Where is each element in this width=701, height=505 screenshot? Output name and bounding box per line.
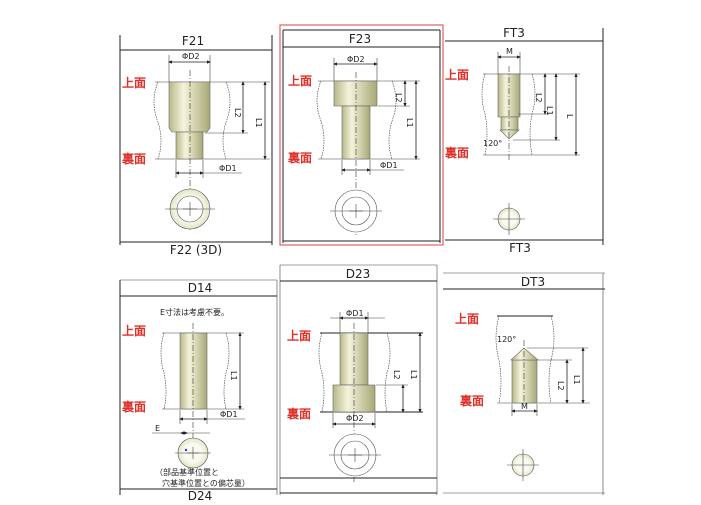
top-face-label: 上面 [445,67,469,82]
panel-ft3[interactable]: FT3 FT3 上面 裏面 M L2 L1 L 120° [444,26,604,255]
d1-label: ΦD1 [219,164,237,173]
panel-d14[interactable]: D14 D24 E寸法は考慮不要。 上面 裏面 L1 ΦD1 E （部品基準位置… [119,279,278,503]
d1-label: ΦD1 [346,309,364,318]
l2-label: L2 [392,370,401,380]
panel-title: F21 [182,34,204,48]
panel-title: FT3 [503,26,525,40]
pin-shape [333,80,378,107]
bottom-face-label: 裏面 [121,151,146,166]
next-panel-title: D24 [188,489,213,503]
bottom-face-label: 裏面 [444,145,469,160]
l2-label: L2 [534,93,543,103]
pin-shape [179,332,208,410]
top-face-label: 上面 [122,323,146,338]
e-label: E [155,424,160,433]
panel-d23[interactable]: D23 上面 裏面 ΦD1 L2 L1 ΦD2 [279,264,438,495]
bottom-face-label: 裏面 [286,406,311,421]
l1-label: L1 [229,371,238,381]
l2-label: L2 [556,381,565,391]
pin-shape [511,359,538,404]
next-panel-title: FT3 [509,241,531,255]
selection-highlight [279,24,444,246]
offset-caption-line2: 穴基準位置との偏芯量） [162,478,250,488]
pin-shape [168,81,211,133]
panel-title: D23 [346,267,371,281]
angle-label: 120° [483,139,502,148]
bottom-face-label: 裏面 [121,399,146,414]
bottom-face-label: 裏面 [459,393,484,408]
l1-label: L1 [409,370,418,380]
d1-label: ΦD1 [380,161,398,170]
l1-label: L1 [545,106,554,116]
panel-title: F23 [349,32,371,46]
l-label: L [565,114,574,119]
l2-label: L2 [394,93,403,103]
panel-dt3[interactable]: DT3 上面 裏面 L2 L1 120° M [443,272,605,495]
top-face-label: 上面 [455,311,479,326]
panel-title: D14 [188,281,213,295]
m-label: M [521,402,528,411]
panel-f21[interactable]: F21 F22 (3D) 上面 裏面 ΦD2 L2 L1 ΦD1 [119,34,273,257]
l1-label: L1 [254,118,263,128]
top-face-label: 上面 [122,75,146,90]
offset-caption-line1: （部品基準位置と [155,467,219,477]
panel-f23[interactable]: F23 上面 裏面 ΦD2 L2 L1 ΦD1 [279,24,444,246]
d2-label: ΦD2 [182,52,200,61]
d2-label: ΦD2 [347,55,365,64]
l1-label: L1 [572,375,581,385]
l2-label: L2 [233,108,242,118]
bottom-face-label: 裏面 [287,150,312,165]
next-panel-title: F22 (3D) [170,243,222,257]
d1-label: ΦD1 [220,410,238,419]
top-face-label: 上面 [288,73,312,88]
m-label: M [506,47,513,56]
e-note: E寸法は考慮不要。 [160,307,229,317]
l1-label: L1 [405,118,414,128]
panel-title: DT3 [521,275,545,289]
top-face-label: 上面 [287,328,311,343]
angle-label: 120° [497,335,516,344]
d2-label: ΦD2 [346,414,364,423]
